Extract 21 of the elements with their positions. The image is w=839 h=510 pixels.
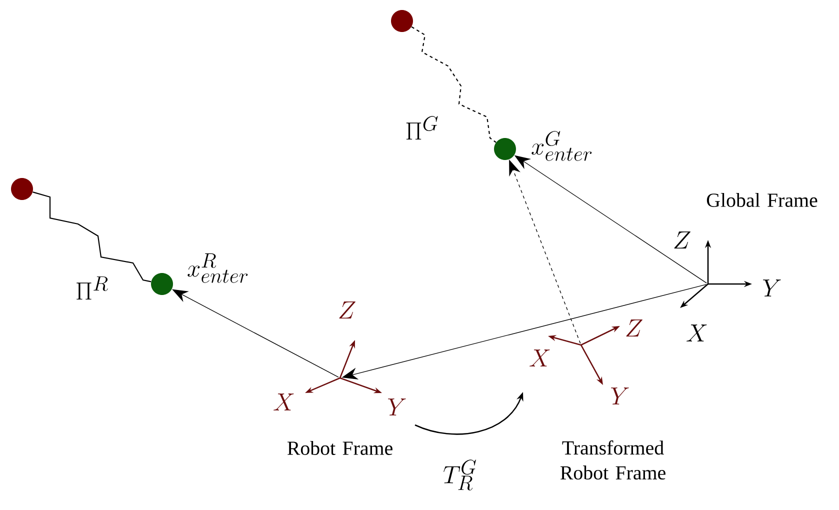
frame-label: Robot Frame [287,440,392,455]
axis-label: $Z$ [626,320,642,336]
axis-label: $Y$ [763,280,781,296]
axis-label: $X$ [274,394,294,410]
frame-label: Global Frame [706,192,818,207]
dot [151,273,173,295]
axis-label: $Y$ [388,398,406,416]
axis-label: $Z$ [339,302,356,318]
axis-label: $X$ [686,324,707,342]
edge-label: $\Pi^{G}$ [404,115,440,141]
edge-label: $T_{R}^{G}$ [442,459,478,491]
dot [11,178,33,200]
axis-label: $Y$ [611,388,629,404]
frame-label: Transformed Robot Frame [560,440,666,480]
axis-label: $Z$ [674,232,690,248]
dot [494,138,516,160]
axis-label: $X$ [530,350,550,366]
edge-label: $\Pi^{R}$ [74,275,110,301]
point-label: $x^{G}_{enter}$ [532,130,592,161]
point-label: $x^{R}_{enter}$ [188,253,248,283]
dot [391,10,413,32]
